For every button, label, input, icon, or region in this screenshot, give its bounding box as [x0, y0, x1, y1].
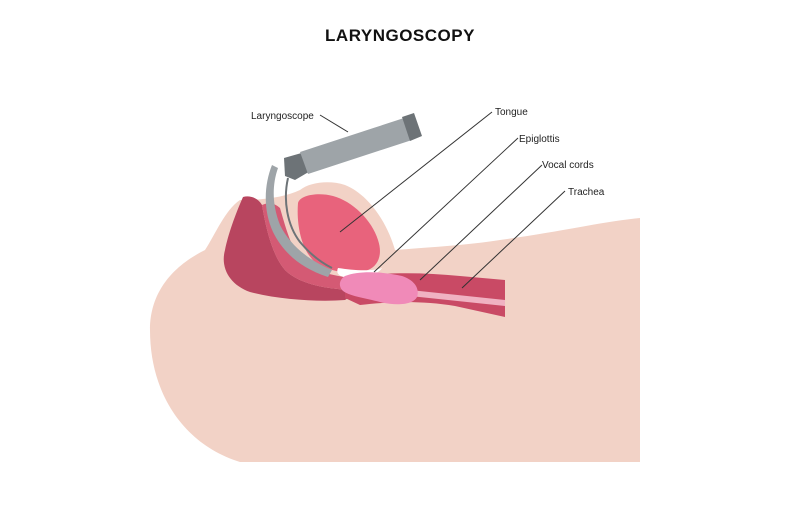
leader-line-laryngoscope [319, 114, 349, 133]
laryngoscope-blade-edge [285, 177, 333, 269]
soft-tissue-layer [262, 203, 360, 290]
diagram-title: LARYNGOSCOPY [325, 26, 475, 45]
leader-line-vocal-cords [419, 164, 543, 281]
trachea-lumen [410, 290, 505, 306]
label-vocal-cords: Vocal cords [542, 160, 594, 171]
larynx-vocal-cords [339, 272, 418, 305]
label-epiglottis: Epiglottis [519, 134, 560, 145]
leader-line-trachea [461, 190, 566, 289]
laryngoscope-handle [300, 118, 412, 174]
head-neck-silhouette [150, 182, 640, 462]
pharynx-tissue [223, 196, 360, 301]
label-tongue: Tongue [495, 107, 528, 118]
tongue-shape [297, 194, 380, 273]
label-laryngoscope: Laryngoscope [251, 111, 314, 122]
leader-line-tongue [339, 111, 493, 233]
leader-line-epiglottis [373, 137, 519, 273]
laryngoscope-blade [265, 165, 332, 277]
laryngoscope-handle-cap [402, 113, 422, 141]
label-trachea: Trachea [568, 187, 605, 198]
